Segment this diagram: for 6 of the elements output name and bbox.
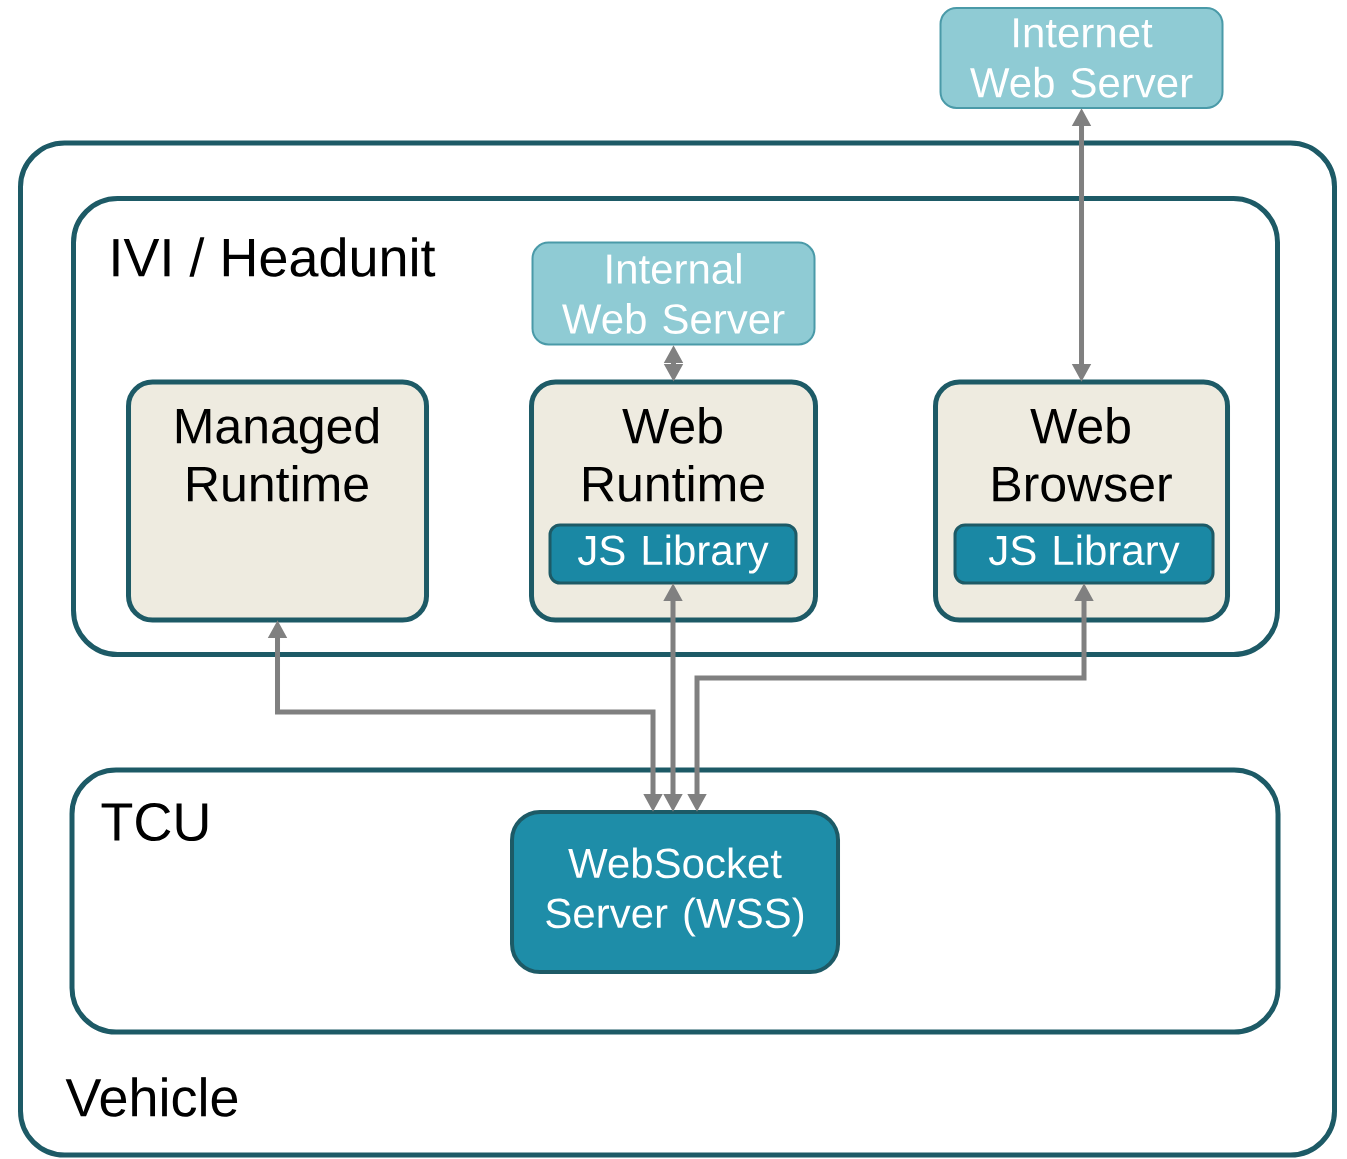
runtime-box: Managed Runtime <box>126 379 429 623</box>
library-box: JS Library <box>953 523 1215 585</box>
server-box: Internal Web Server <box>531 241 816 346</box>
library-box: JS Library <box>548 523 798 585</box>
server-box: Internet Web Server <box>939 7 1224 109</box>
server-box: WebSocket Server (WSS) <box>510 810 840 974</box>
